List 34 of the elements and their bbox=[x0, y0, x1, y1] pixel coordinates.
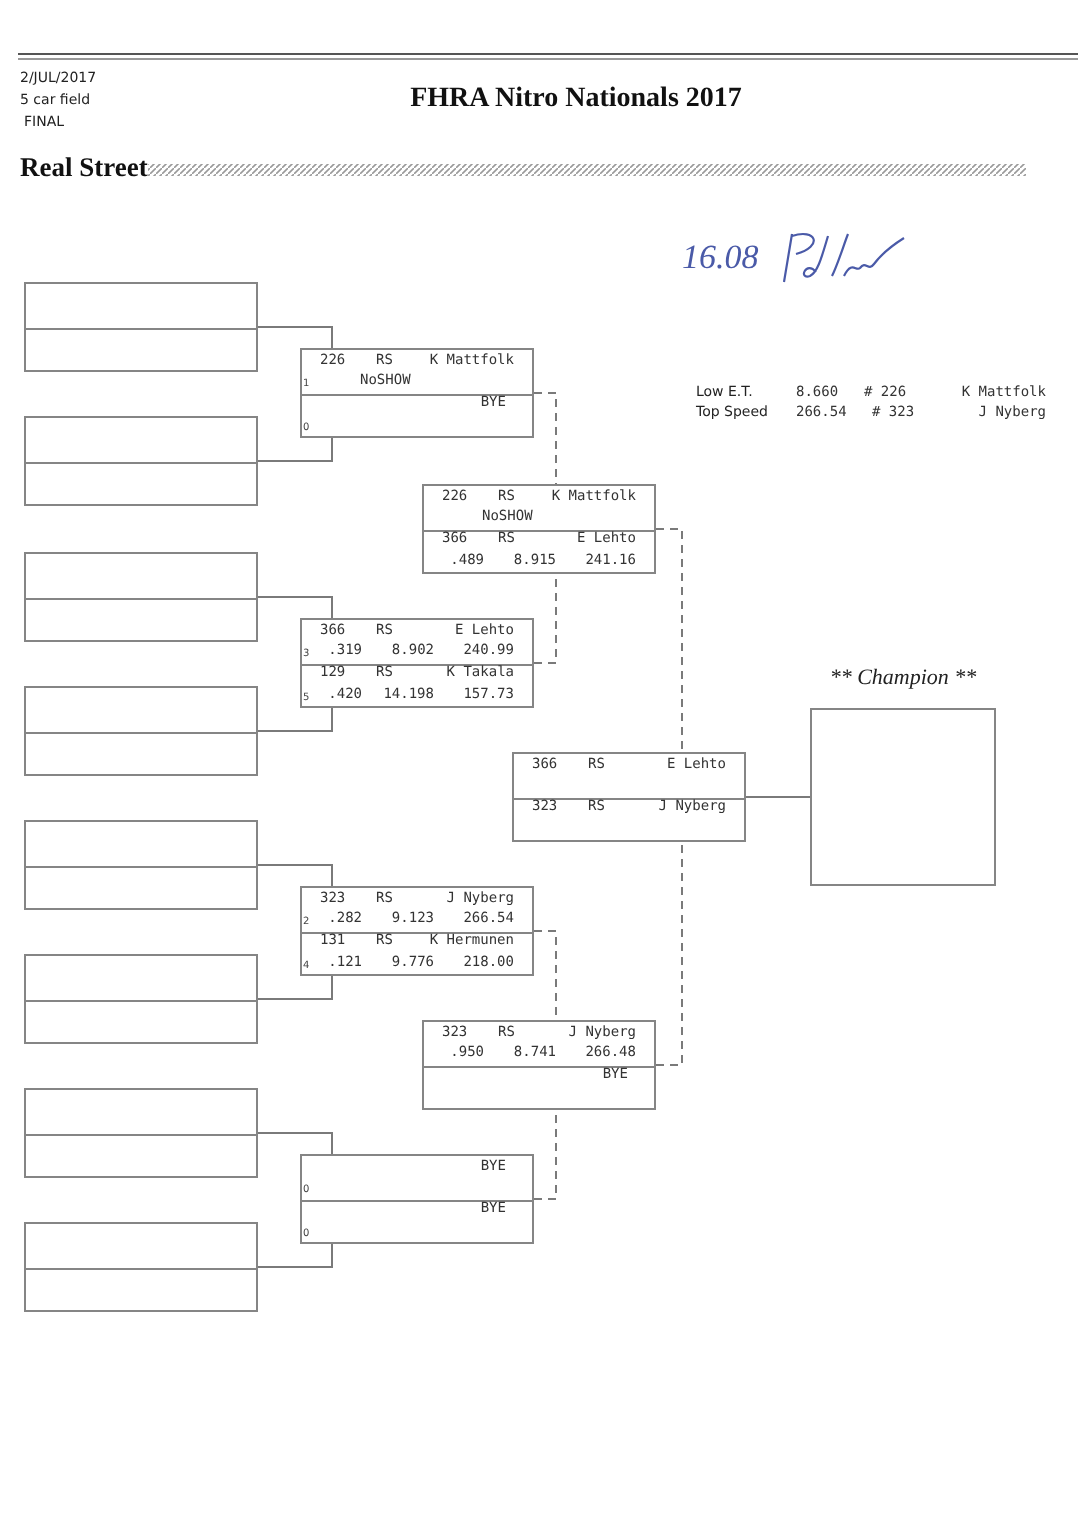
bracket-line bbox=[655, 841, 683, 1066]
bracket-line bbox=[257, 707, 333, 732]
match-box bbox=[300, 348, 534, 438]
bracket-slot bbox=[24, 282, 258, 372]
match-box bbox=[422, 484, 656, 574]
bracket-slot bbox=[24, 954, 258, 1044]
handwritten-time: 16.08 bbox=[682, 238, 759, 276]
page-title: FHRA Nitro Nationals 2017 bbox=[410, 84, 742, 116]
match-box bbox=[300, 618, 534, 708]
bracket-line bbox=[257, 975, 333, 1000]
match-box bbox=[422, 1020, 656, 1110]
bracket-line bbox=[257, 864, 333, 887]
bracket-line bbox=[257, 1132, 333, 1155]
match-box bbox=[300, 886, 534, 976]
bracket-line bbox=[257, 596, 333, 619]
bracket-line bbox=[655, 528, 683, 753]
class-heading: Real Street bbox=[20, 152, 148, 182]
bracket-slot bbox=[24, 416, 258, 506]
bracket-slot bbox=[24, 1088, 258, 1178]
match-box bbox=[512, 752, 746, 842]
bracket-line bbox=[533, 930, 557, 1021]
bracket-line bbox=[533, 1109, 557, 1200]
bracket-line bbox=[257, 326, 333, 349]
bracket-line bbox=[745, 796, 811, 798]
bracket-line bbox=[533, 573, 557, 664]
bracket-slot bbox=[24, 1222, 258, 1312]
bracket-slot bbox=[24, 552, 258, 642]
bracket-line bbox=[257, 1243, 333, 1268]
bracket-line bbox=[257, 437, 333, 462]
bracket-slot bbox=[24, 686, 258, 776]
bracket-line bbox=[533, 392, 557, 485]
bracket-slot bbox=[24, 820, 258, 910]
champion-heading: ** Champion ** bbox=[829, 666, 977, 692]
match-box bbox=[300, 1154, 534, 1244]
